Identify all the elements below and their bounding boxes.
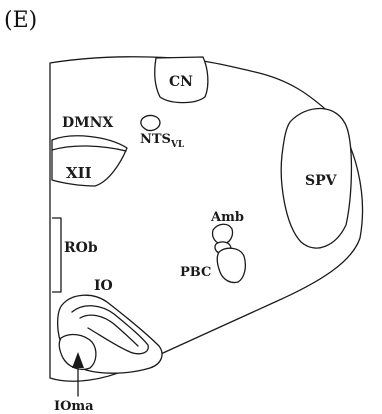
panel-label: (E) — [4, 8, 37, 33]
pbc-label: PBC — [180, 265, 211, 280]
io-label: IO — [94, 278, 113, 294]
cn-label: CN — [169, 74, 193, 90]
nts-vl-region — [141, 116, 160, 131]
ioma-label: IOma — [54, 399, 94, 414]
rob-region — [52, 218, 61, 292]
amb-label: Amb — [210, 210, 244, 225]
nts-label: NTSVL — [140, 132, 185, 150]
rob-label: ROb — [64, 240, 98, 256]
pbc-region — [217, 248, 245, 282]
amb-region — [213, 224, 233, 244]
xii-label: XII — [66, 164, 92, 182]
dmnx-label: DMNX — [62, 115, 113, 131]
spv-label: SPV — [305, 173, 338, 189]
